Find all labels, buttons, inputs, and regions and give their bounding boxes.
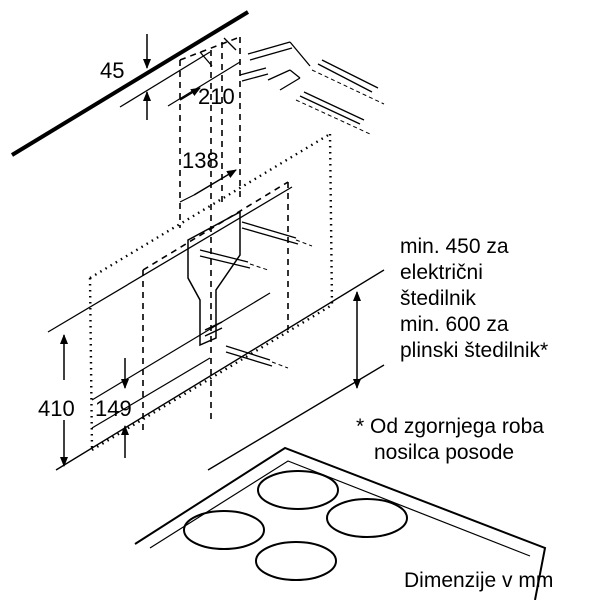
- footnote-line-1: * Od zgornjega roba: [356, 415, 544, 438]
- upper-reference-line: [55, 269, 385, 471]
- dim-138-label: 138: [182, 148, 219, 173]
- screw-axis-lines: [295, 69, 385, 135]
- dim-45-label: 45: [100, 58, 124, 83]
- cooktop: [134, 446, 547, 600]
- dim-149-label: 149: [95, 396, 132, 421]
- burner-right: [326, 498, 408, 538]
- dim-210-arrow: [179, 87, 201, 101]
- footnote-line-2: nosilca posode: [374, 441, 515, 464]
- units-caption: Dimenzije v mm: [404, 569, 554, 592]
- dim-138-line: [193, 169, 237, 196]
- lower-screw-axes: [249, 239, 313, 369]
- dim-45-ext-line: [119, 51, 211, 108]
- min-note-line-5: plinski štedilnik*: [400, 339, 549, 362]
- burner-back: [257, 470, 339, 510]
- bracket-reference-line: [47, 186, 293, 333]
- min-note-line-4: min. 600 za: [400, 313, 509, 336]
- footnote: * Od zgornjega roba nosilca posode: [356, 414, 544, 466]
- dim-138-ext: [179, 194, 195, 203]
- burner-left: [183, 510, 265, 550]
- wall-bracket: [187, 210, 241, 347]
- dim-210-ext-line: [167, 61, 241, 107]
- upper-fixing-screws: [199, 37, 379, 125]
- dim-410-label: 410: [38, 396, 75, 421]
- min-distance-note: min. 450 za električni štedilnik min. 60…: [400, 234, 548, 364]
- ceiling-line: [10, 10, 250, 157]
- lower-bracket-line: [91, 292, 271, 401]
- min-note-line-3: štedilnik: [400, 287, 476, 310]
- lower-fixing-screws: [199, 221, 299, 367]
- min-note-line-1: min. 450 za: [400, 235, 509, 258]
- min-note-line-2: električni: [400, 261, 483, 284]
- pot-rim-line: [91, 357, 211, 429]
- burner-front: [255, 541, 337, 581]
- dim-210-label: 210: [198, 84, 235, 109]
